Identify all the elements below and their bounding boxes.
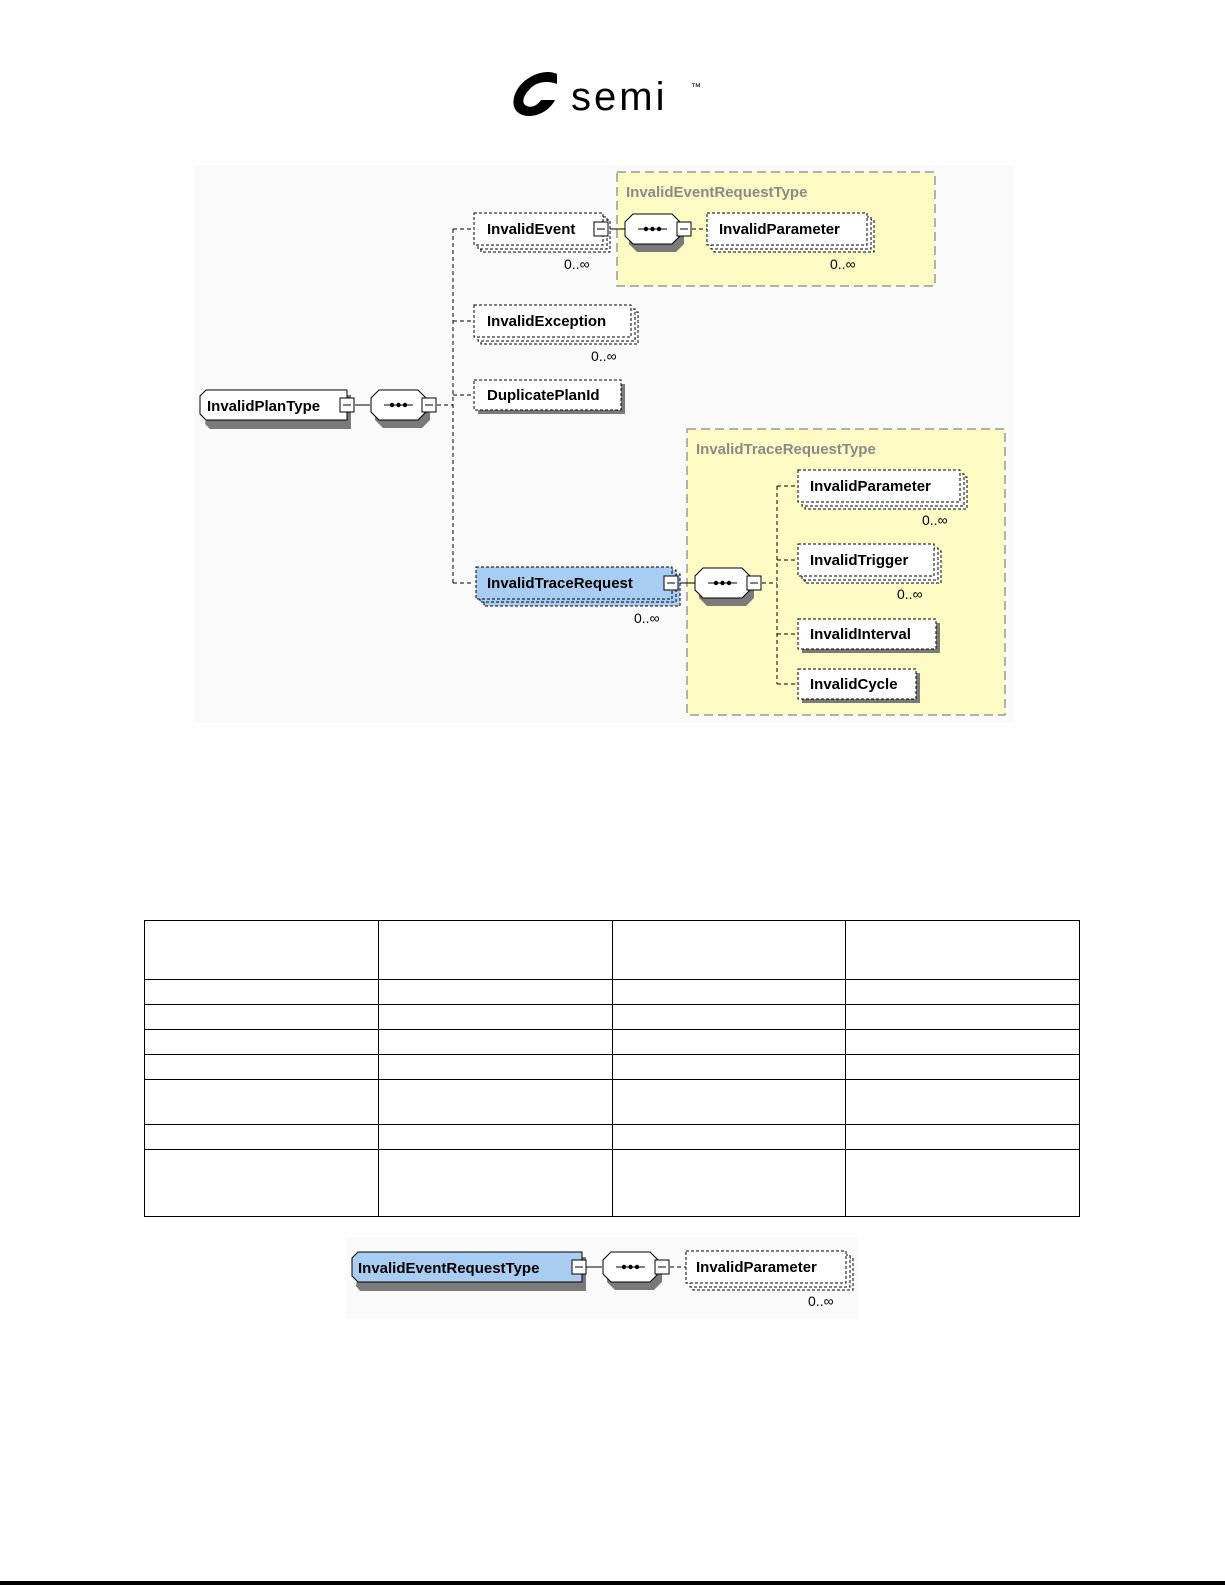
event-invalid-parameter-label: InvalidParameter: [719, 221, 840, 238]
sequence-compositor: [602, 1251, 662, 1290]
table-cell: [845, 1004, 1080, 1030]
invalid-event-node[interactable]: InvalidEvent: [473, 212, 611, 253]
invalid-exception-node[interactable]: InvalidException: [473, 304, 639, 345]
trace-request-type-label: InvalidTraceRequestType: [696, 441, 876, 458]
invalid-trace-request-node[interactable]: InvalidTraceRequest: [475, 566, 681, 607]
invalid-interval-label: InvalidInterval: [810, 626, 911, 643]
trademark-symbol: ™: [691, 82, 701, 93]
invalid-interval-node[interactable]: InvalidInterval: [797, 618, 940, 653]
table-cell: [845, 1149, 1080, 1217]
table-row: [144, 1124, 1080, 1150]
table-cell: [144, 1004, 379, 1030]
table-cell: [611, 979, 847, 1005]
table-cell: [845, 1054, 1080, 1080]
invalid-event-label: InvalidEvent: [487, 221, 575, 238]
invalid-event-request-type-diagram: InvalidEventRequestType InvalidParameter…: [346, 1237, 858, 1319]
table-cell: [144, 1079, 379, 1125]
invalid-trigger-cardinality: 0..∞: [897, 586, 923, 602]
table-cell: [377, 1149, 613, 1217]
table-cell: [611, 1149, 847, 1217]
table-row: [144, 1054, 1080, 1080]
invalid-trigger-node[interactable]: InvalidTrigger: [797, 543, 942, 584]
event-invalid-parameter-cardinality: 0..∞: [830, 256, 856, 272]
invalid-event-cardinality: 0..∞: [564, 256, 590, 272]
event-invalid-parameter-node[interactable]: InvalidParameter: [706, 212, 875, 253]
collapse-toggle-icon[interactable]: [339, 397, 355, 413]
invalid-exception-cardinality: 0..∞: [591, 348, 617, 364]
trace-invalid-parameter-label: InvalidParameter: [810, 478, 931, 495]
table-row: [144, 1029, 1080, 1055]
connectors: [355, 228, 798, 685]
table-row: [144, 1149, 1080, 1217]
table-cell: [377, 979, 613, 1005]
table-cell: [611, 1004, 847, 1030]
table-cell: [377, 1124, 613, 1150]
invalid-plan-type-label: InvalidPlanType: [207, 398, 320, 415]
table-cell: [845, 1079, 1080, 1125]
table-cell: [144, 1054, 379, 1080]
invalid-cycle-label: InvalidCycle: [810, 676, 898, 693]
invalid-plan-type-node[interactable]: InvalidPlanType: [199, 389, 355, 429]
table-cell: [845, 1124, 1080, 1150]
invalid-cycle-node[interactable]: InvalidCycle: [797, 668, 920, 703]
invalid-parameter-cardinality: 0..∞: [808, 1293, 834, 1309]
table-cell: [845, 920, 1080, 980]
table-row: [144, 920, 1080, 980]
table-row: [144, 979, 1080, 1005]
invalid-event-request-type-node[interactable]: InvalidEventRequestType: [351, 1251, 587, 1291]
table-row: [144, 1079, 1080, 1125]
page-bottom-rule: [0, 1581, 1225, 1585]
collapse-toggle-icon[interactable]: [421, 397, 437, 413]
collapse-toggle-icon[interactable]: [593, 221, 609, 237]
table-cell: [845, 979, 1080, 1005]
table-cell: [611, 1054, 847, 1080]
semi-logo: semi ™: [513, 71, 701, 119]
table-cell: [377, 1004, 613, 1030]
invalid-trace-request-cardinality: 0..∞: [634, 610, 660, 626]
table-cell: [611, 920, 847, 980]
semi-wordmark: semi: [571, 75, 667, 119]
table-cell: [611, 1079, 847, 1125]
table-row: [144, 1004, 1080, 1030]
sequence-compositor: [694, 567, 754, 606]
semi-swoosh-mark: [513, 71, 557, 116]
table-cell: [377, 1029, 613, 1055]
invalid-trace-request-label: InvalidTraceRequest: [487, 575, 633, 592]
event-request-type-label: InvalidEventRequestType: [626, 184, 807, 201]
collapse-toggle-icon[interactable]: [654, 1259, 670, 1275]
table-cell: [144, 1124, 379, 1150]
trace-invalid-parameter-node[interactable]: InvalidParameter: [797, 469, 968, 510]
table-cell: [377, 920, 613, 980]
invalid-trigger-label: InvalidTrigger: [810, 552, 909, 569]
table-cell: [611, 1124, 847, 1150]
collapse-toggle-icon[interactable]: [746, 575, 762, 591]
table-cell: [377, 1079, 613, 1125]
table-cell: [144, 979, 379, 1005]
table-cell: [144, 1029, 379, 1055]
invalid-parameter-node[interactable]: InvalidParameter: [685, 1250, 854, 1291]
invalid-event-request-type-label: InvalidEventRequestType: [358, 1260, 539, 1277]
table-cell: [377, 1054, 613, 1080]
definition-table: [144, 920, 1080, 1217]
table-cell: [144, 920, 379, 980]
sequence-compositor: [624, 213, 684, 252]
sequence-compositor: [370, 389, 430, 428]
table-cell: [144, 1149, 379, 1217]
collapse-toggle-icon[interactable]: [571, 1259, 587, 1275]
collapse-toggle-icon[interactable]: [676, 221, 692, 237]
collapse-toggle-icon[interactable]: [663, 575, 679, 591]
invalid-plan-type-diagram: InvalidEventRequestType InvalidTraceRequ…: [199, 171, 1006, 716]
duplicate-plan-id-label: DuplicatePlanId: [487, 387, 600, 404]
table-cell: [845, 1029, 1080, 1055]
trace-invalid-parameter-cardinality: 0..∞: [922, 512, 948, 528]
invalid-parameter-label: InvalidParameter: [696, 1259, 817, 1276]
duplicate-plan-id-node[interactable]: DuplicatePlanId: [473, 379, 625, 414]
invalid-exception-label: InvalidException: [487, 313, 606, 330]
table-cell: [611, 1029, 847, 1055]
